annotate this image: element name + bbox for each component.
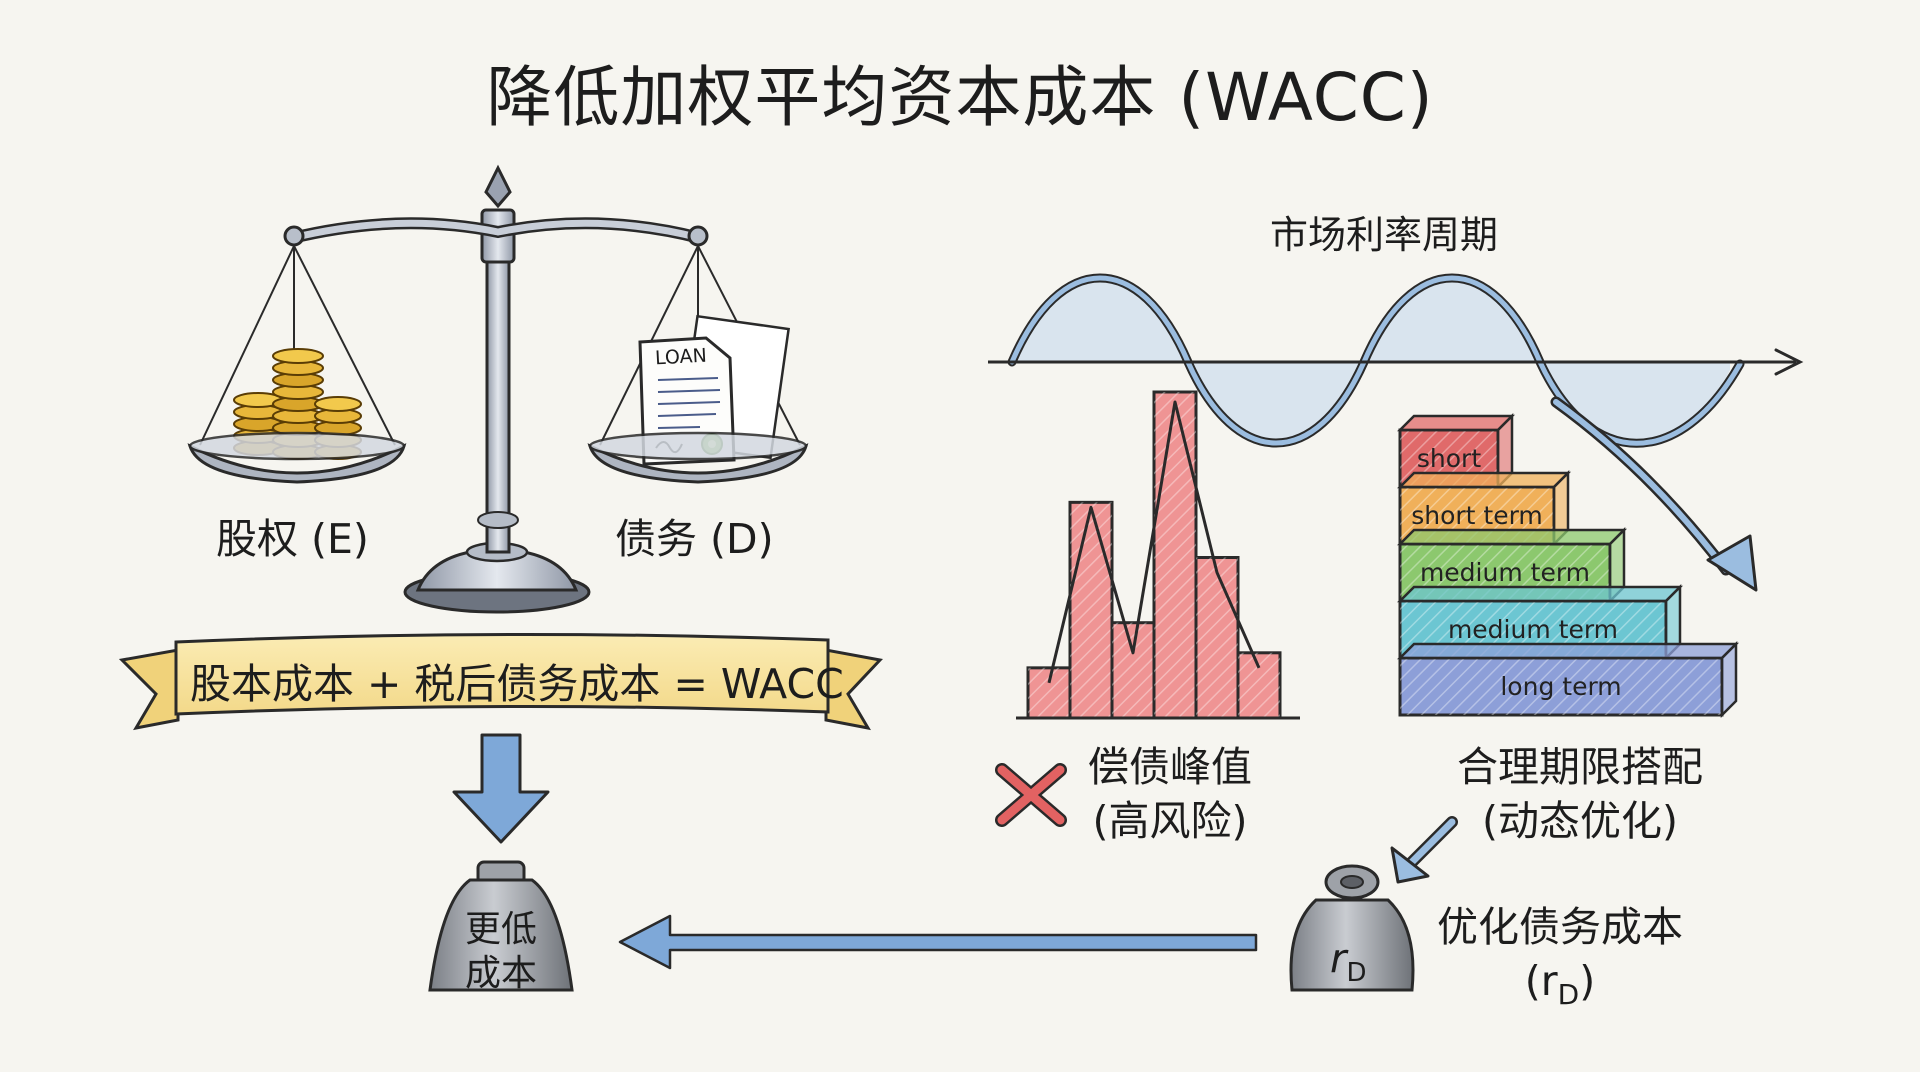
histogram-bar-hatch (1238, 652, 1280, 718)
stair-label: short term (1411, 501, 1543, 530)
down-arrow-icon (452, 733, 550, 844)
repayment-histogram (1016, 390, 1300, 720)
optimized-debt-suffix: ) (1579, 957, 1596, 1005)
loan-document-icon (638, 314, 791, 466)
weight-lower-cost-icon (428, 860, 574, 992)
stair-block-top (1396, 471, 1572, 489)
stair-label: medium term (1419, 558, 1591, 587)
weight-rd-icon (1289, 864, 1415, 992)
repayment-peak-line2: (高风险) (1092, 797, 1248, 845)
optimized-debt-label: 优化债务成本 (rD) (1420, 900, 1700, 1022)
repayment-peak-line1: 偿债峰值 (1088, 743, 1252, 791)
lower-cost-label: 更低 成本 (451, 908, 551, 996)
stair-block-top (1396, 528, 1628, 546)
stair-label: short (1416, 444, 1482, 473)
cross-icon (995, 763, 1067, 827)
histogram-bar-hatch (1070, 502, 1112, 718)
maturity-match-label: 合理期限搭配 (动态优化) (1420, 740, 1740, 848)
optimized-debt-line1: 优化债务成本 (1437, 903, 1683, 951)
repayment-peak-label: 偿债峰值 (高风险) (1070, 740, 1270, 848)
optimized-debt-line2: (rD) (1420, 954, 1700, 1022)
lower-cost-line2: 成本 (464, 953, 537, 994)
rate-cycle-wave (988, 273, 1804, 448)
rd-weight-label: rD (1330, 936, 1366, 988)
maturity-match-line1: 合理期限搭配 (1457, 743, 1703, 791)
page-title: 降低加权平均资本成本 (WACC) (486, 59, 1434, 136)
curved-arrow-icon (1550, 396, 1758, 592)
optimized-debt-prefix: (r (1524, 957, 1558, 1005)
maturity-match-line2: (动态优化) (1482, 797, 1678, 845)
formula-banner (118, 632, 883, 731)
balance-scale (199, 164, 801, 614)
rate-cycle-title: 市场利率周期 (1270, 213, 1499, 257)
formula-text: 股本成本 + 税后债务成本 = WACC (190, 660, 844, 708)
histogram-bar-hatch (1154, 392, 1196, 718)
histogram-bar-hatch (1196, 557, 1238, 718)
loan-document-text: LOAN (654, 344, 708, 370)
lower-cost-line1: 更低 (464, 909, 537, 950)
histogram-bar-hatch (1028, 667, 1070, 718)
rd-weight-symbol: r (1330, 936, 1347, 982)
equity-label: 股权 (E) (216, 515, 369, 563)
stair-block-hatch (1400, 658, 1722, 715)
stair-block-top (1396, 414, 1516, 432)
maturity-staircase (1396, 412, 1740, 719)
left-arrow-icon (618, 914, 1258, 970)
diagonal-arrow-icon (1390, 816, 1458, 884)
stair-block-side (1720, 640, 1738, 719)
right-pan (587, 443, 809, 484)
rd-weight-sub: D (1346, 958, 1367, 988)
stair-label: long term (1500, 672, 1622, 701)
stair-block-top (1396, 642, 1740, 660)
histogram-trend-line (1047, 400, 1261, 684)
debt-label: 债务 (D) (615, 515, 774, 563)
left-pan (187, 443, 407, 484)
stair-label: medium term (1447, 615, 1619, 644)
histogram-bar-hatch (1112, 622, 1154, 718)
optimized-debt-sub: D (1557, 978, 1580, 1012)
stair-block-top (1396, 585, 1684, 603)
